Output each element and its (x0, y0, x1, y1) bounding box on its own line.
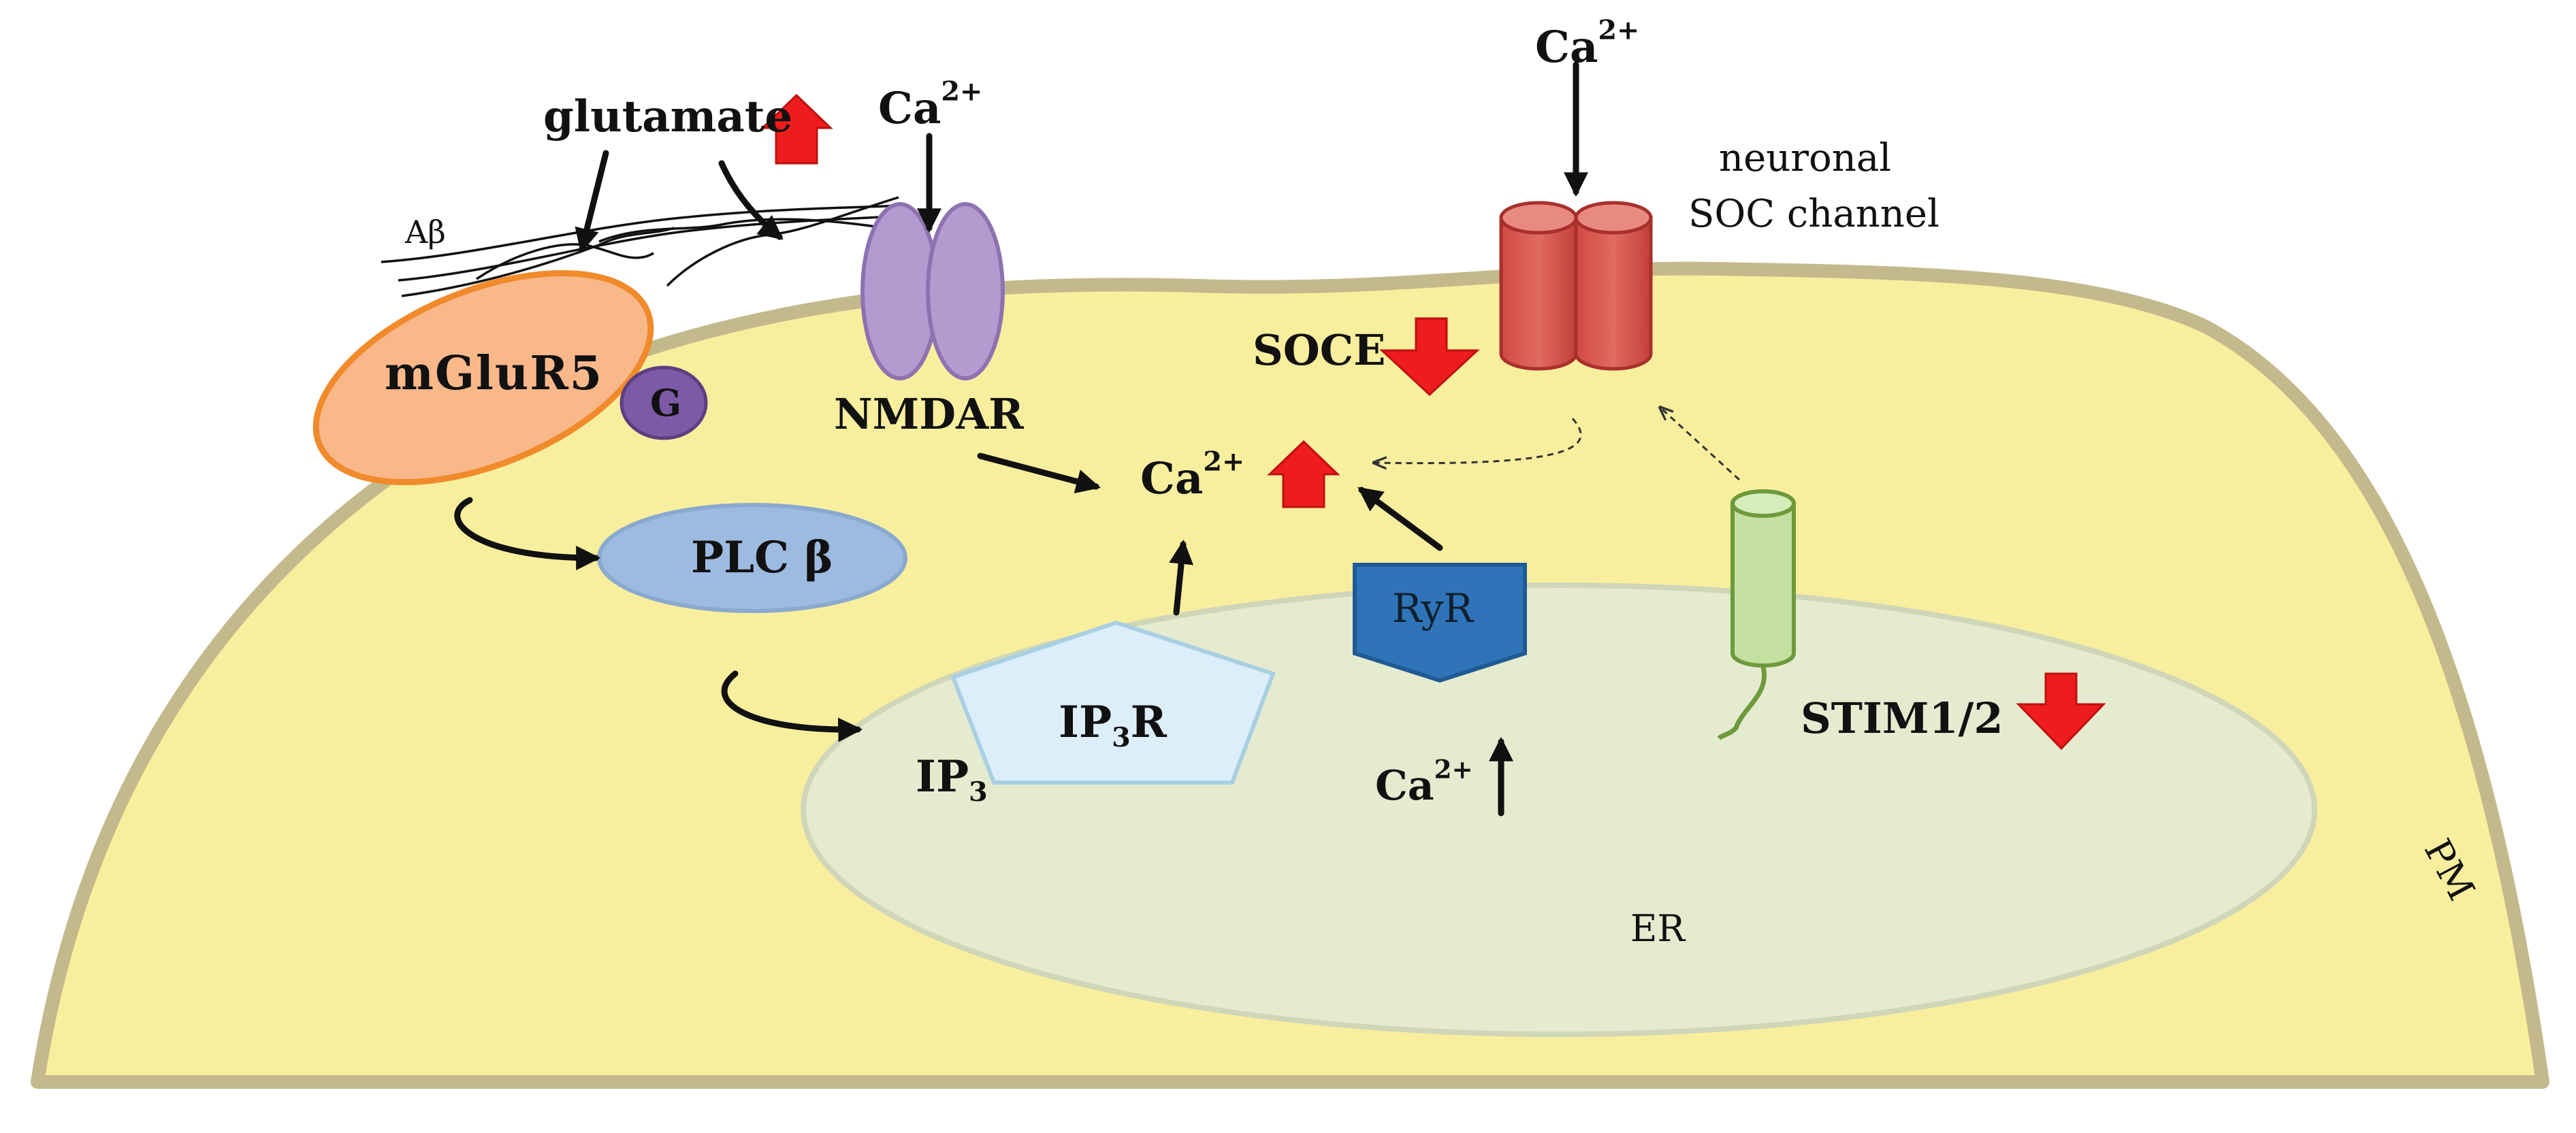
mglur5-receptor (312, 269, 654, 486)
g-protein (619, 365, 708, 440)
glutamate-label: glutamate (543, 91, 793, 142)
stim-label: STIM1/2 (1801, 693, 2003, 743)
nmdar-subunit-right (926, 202, 1005, 380)
stim-to-soc-dashed-arrow (1661, 408, 1741, 481)
ip3r-receptor (950, 620, 1276, 785)
pathway-arrows (454, 61, 1588, 817)
plcb-label: PLC β (691, 532, 833, 583)
soc-channel-label-line2: SOC channel (1688, 192, 1939, 236)
nmdar-to-ca-arrow (977, 453, 1101, 494)
ip3r-to-ca-arrow (1169, 539, 1194, 616)
red-indicator-arrows (760, 93, 2106, 751)
soce-down-red-arrow (1379, 317, 1480, 397)
nmdar-label: NMDAR (834, 389, 1024, 439)
ca-top-left-label: Ca2+ (878, 76, 983, 134)
er-label: ER (1630, 907, 1686, 950)
ryr-label: RyR (1392, 585, 1474, 631)
er-ca-label: Ca2+ (1375, 754, 1473, 810)
soce-label: SOCE (1253, 325, 1386, 375)
ryr-receptor (1353, 563, 1527, 683)
soc-channel (1499, 201, 1653, 371)
stim-down-red-arrow (2016, 672, 2106, 751)
glutamate-up-red-arrow (760, 93, 833, 165)
plcb-to-ip3-arrow (721, 670, 863, 742)
stim-protein (1717, 489, 1796, 740)
g-protein-label: G (650, 381, 682, 425)
dashed-arrows (1375, 408, 1741, 481)
abeta-fibrils (381, 196, 899, 297)
ip3-label: IP3 (916, 751, 988, 808)
ryr-to-ca-arrow (1357, 487, 1443, 551)
abeta-label: Aβ (405, 214, 446, 250)
glutamate-to-abeta-arrow (575, 150, 609, 253)
ca-top-right-label: Ca2+ (1535, 14, 1640, 73)
ip3r-label: IP3R (1059, 697, 1167, 753)
cytosol-ca-label: Ca2+ (1140, 446, 1245, 504)
cytosol-ca-up-red-arrow (1267, 440, 1340, 508)
soc-channel-label-line1: neuronal (1719, 136, 1892, 180)
mglur5-label: mGluR5 (385, 346, 604, 401)
glutamate-to-fibril-arrow (718, 160, 784, 240)
mglur5-to-plcb-arrow (454, 497, 601, 570)
soc-to-ca-dashed-arrow (1375, 418, 1582, 463)
